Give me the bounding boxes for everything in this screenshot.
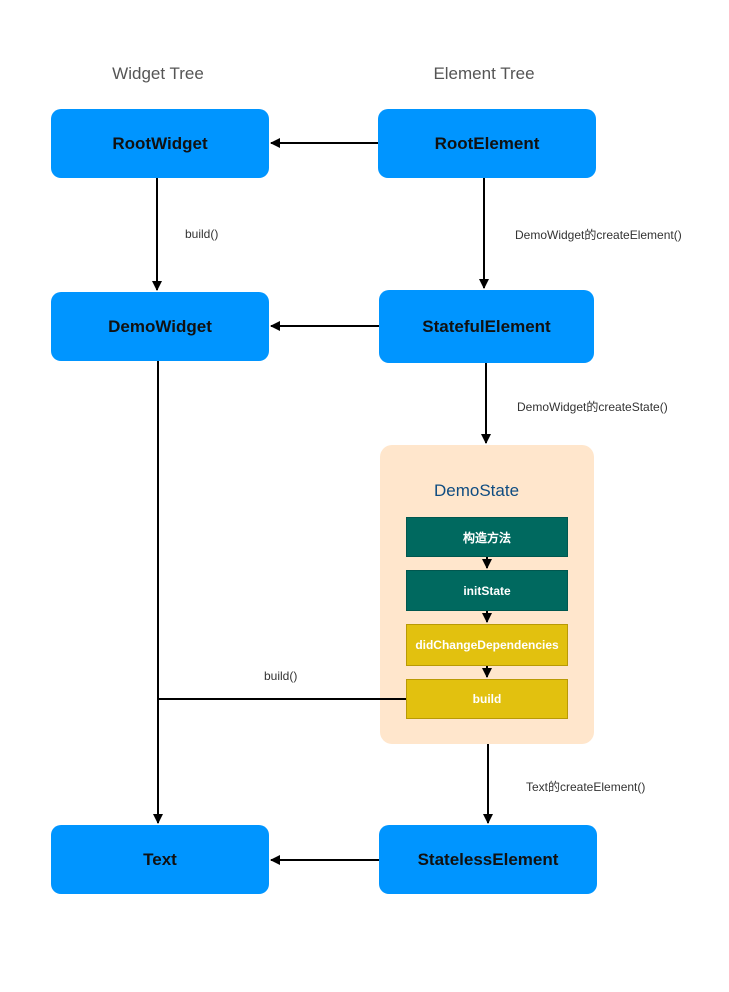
state-step-init-state: initState — [406, 570, 568, 611]
demo-state-title: DemoState — [434, 481, 520, 500]
state-step-build: build — [406, 679, 568, 719]
root-widget-node: RootWidget — [51, 109, 269, 178]
text-widget-node: Text — [51, 825, 269, 894]
edge-label-text-create-element: Text的createElement() — [526, 780, 646, 794]
edge-label-state-build: build() — [264, 669, 298, 683]
element-tree-title: Element Tree — [433, 64, 535, 83]
widget-tree-title: Widget Tree — [112, 64, 204, 83]
state-step-did-change-dependencies: didChangeDependencies — [406, 624, 568, 666]
root-element-node: RootElement — [378, 109, 596, 178]
edge-label-root-build: build() — [185, 227, 219, 241]
demo-widget-node: DemoWidget — [51, 292, 269, 361]
edge-label-root-create-element: DemoWidget的createElement() — [515, 228, 682, 242]
state-step-constructor: 构造方法 — [406, 517, 568, 557]
edge-label-create-state: DemoWidget的createState() — [517, 400, 668, 414]
stateful-element-node: StatefulElement — [379, 290, 594, 363]
stateless-element-node: StatelessElement — [379, 825, 597, 894]
